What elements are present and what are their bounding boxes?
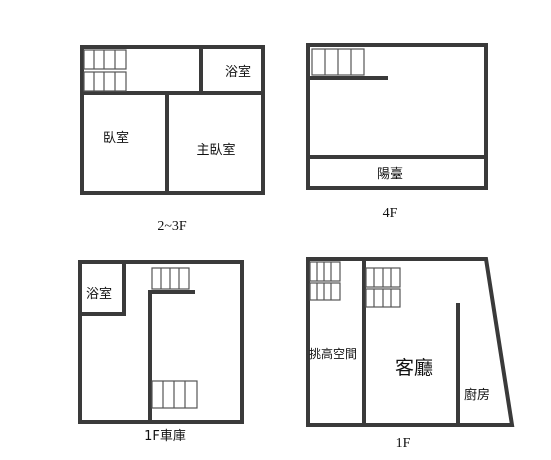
plan-1f-outer-wall — [306, 257, 515, 427]
floor-caption-1f: 1F — [396, 436, 411, 451]
stairs-icon — [311, 48, 365, 76]
stairs-icon — [151, 267, 190, 290]
plan-2-3f: 浴室 臥室 主臥室 2~3F — [80, 45, 265, 234]
plan-4f-outer-wall — [306, 43, 488, 190]
room-label-balcony: 陽臺 — [377, 167, 403, 182]
plan-1f-garage-outer-wall — [78, 260, 244, 424]
plan-4f: 陽臺 4F — [306, 43, 488, 221]
room-label-living-room: 客廳 — [395, 357, 433, 379]
floor-caption-1f-garage: 1F車庫 — [144, 429, 186, 444]
room-label-double-height-void: 挑高空間 — [309, 346, 357, 361]
stairs-icon — [83, 49, 127, 92]
stairs-icon — [365, 267, 401, 308]
plan-2-3f-outer-wall — [80, 45, 265, 195]
stairs-icon — [309, 261, 341, 301]
room-label-bath: 浴室 — [86, 286, 112, 302]
floor-caption-2-3f: 2~3F — [157, 219, 187, 234]
stairs-icon — [151, 380, 198, 409]
room-label-bath: 浴室 — [225, 64, 251, 80]
floor-caption-4f: 4F — [383, 206, 398, 221]
room-label-master-bedroom: 主臥室 — [196, 142, 235, 158]
plan-1f-garage: 浴室 1F車庫 — [78, 260, 244, 444]
plan-1f: 挑高空間 客廳 廚房 1F — [306, 257, 515, 451]
room-label-bedroom: 臥室 — [103, 130, 129, 146]
room-label-kitchen: 廚房 — [464, 387, 490, 403]
